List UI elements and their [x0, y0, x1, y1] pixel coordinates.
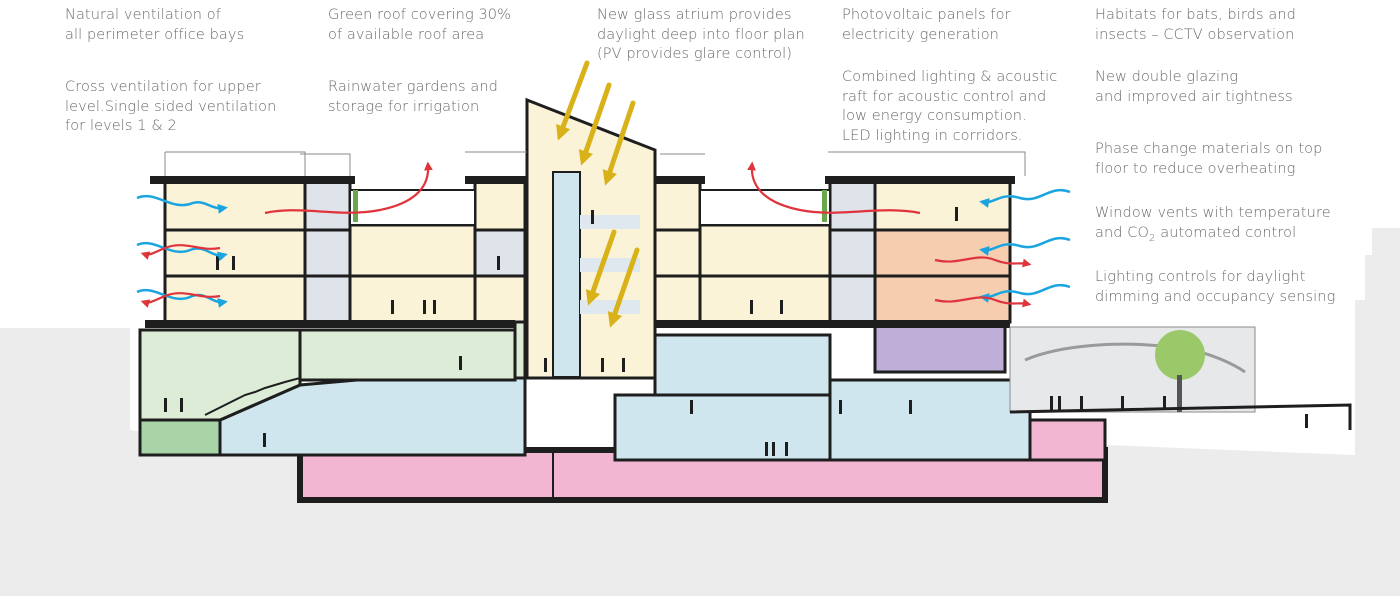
- green-courtyard: [138, 418, 222, 457]
- tree-trunk: [1177, 375, 1182, 412]
- note-habitats: Habitats for bats, birds and insects – C…: [1095, 7, 1296, 43]
- note-photovoltaic-panels: Photovoltaic panels for electricity gene…: [842, 7, 1011, 43]
- cool-air-arrows: [136, 188, 1071, 308]
- note-glass-atrium: New glass atrium provides daylight deep …: [597, 7, 805, 62]
- atrium-bridge-1: [580, 215, 640, 229]
- green-wall-left: [353, 190, 358, 222]
- co2-subscript: 2: [1149, 232, 1156, 244]
- roof-garden-left: [349, 189, 476, 226]
- atrium-bridge-2: [580, 258, 640, 272]
- ground: [0, 228, 1400, 596]
- note-lighting-controls: Lighting controls for daylight dimming a…: [1095, 269, 1336, 305]
- atrium-lift-shaft: [552, 171, 581, 378]
- glass-extension: [1009, 326, 1256, 413]
- lower-ground-right: [828, 378, 1032, 462]
- basement-right-corridor: [1028, 418, 1107, 462]
- note-green-roof: Green roof covering 30% of available roo…: [328, 7, 511, 43]
- tree-foliage: [1155, 330, 1205, 380]
- note-rainwater-gardens: Rainwater gardens and storage for irriga…: [328, 79, 498, 115]
- window-vents-pre: and CO: [1095, 224, 1150, 241]
- central-hall: [653, 333, 832, 397]
- window-vents-line1: Window vents with temperature: [1095, 205, 1331, 221]
- note-lighting-acoustic-raft: Combined lighting & acoustic raft for ac…: [842, 69, 1058, 144]
- window-vents-post: automated control: [1155, 224, 1297, 241]
- note-cross-ventilation: Cross ventilation for upper level.Single…: [65, 79, 277, 134]
- green-wall-right: [822, 190, 827, 222]
- sunlight-arrows: [556, 60, 640, 328]
- ground-floor-green-left: [298, 328, 517, 382]
- people-silhouettes: [164, 207, 1308, 456]
- note-phase-change: Phase change materials on top floor to r…: [1095, 141, 1323, 177]
- warm-air-arrows: [140, 161, 1032, 308]
- roof-railings: [164, 151, 1026, 176]
- auditorium: [138, 328, 302, 422]
- note-window-vents: Window vents with temperature and CO2 au…: [1095, 204, 1331, 248]
- note-natural-ventilation: Natural ventilation of all perimeter off…: [65, 7, 245, 43]
- roof-parapets: [145, 176, 1015, 328]
- lower-ground-centre: [613, 393, 832, 462]
- right-wing-floors: [653, 180, 1012, 374]
- note-double-glazing: New double glazing and improved air tigh…: [1095, 69, 1293, 105]
- left-wing-floors: [163, 180, 527, 380]
